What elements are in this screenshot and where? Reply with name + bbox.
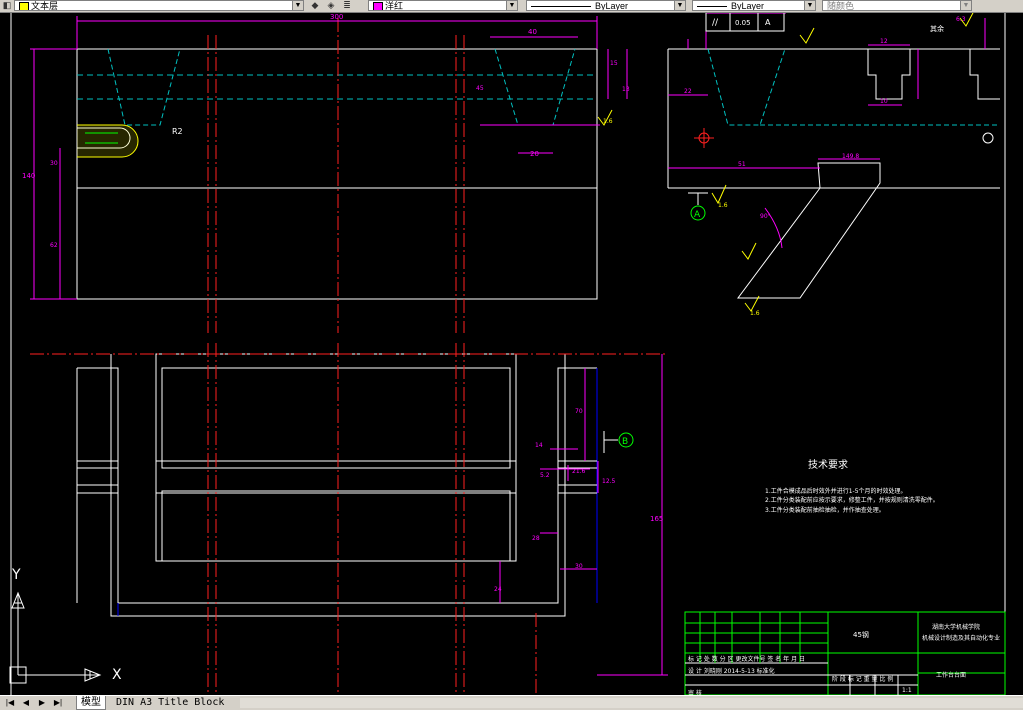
dim-20: 20 — [530, 150, 539, 158]
dim-24: 24 — [494, 586, 502, 593]
lineweight-preview-icon — [697, 6, 727, 8]
properties-toolbar: ◧ 文本层 ▼ ◆ ◈ ≣ 洋红 ▼ ByLayer ▼ ByLayer ▼ 随… — [0, 0, 1023, 13]
dim-10: 10 — [880, 98, 888, 105]
dim-140: 140 — [22, 172, 35, 180]
roughness-mark-side: 1.6 1.6 — [711, 10, 975, 317]
dim-r2: R2 — [172, 127, 183, 136]
tab-model[interactable]: 模型 — [76, 696, 106, 710]
chevron-down-icon[interactable]: ▼ — [804, 1, 815, 10]
dim-149: 149.8 — [842, 153, 859, 160]
titleblock-row-design: 设 计 刘晓刚 2014-5-13 标准化 — [688, 667, 775, 675]
chevron-down-icon[interactable]: ▼ — [674, 1, 685, 10]
dim-14: 14 — [535, 442, 543, 449]
titleblock-school: 湖南大学机械学院 — [932, 623, 980, 631]
datum-a-symbol: A — [688, 192, 708, 221]
titleblock-course: 机械设计制造及其自动化专业 — [922, 634, 1000, 642]
dim-125: 12.5 — [602, 478, 616, 485]
top-view — [76, 353, 598, 617]
dim-angle: 90° — [760, 213, 771, 220]
lineweight-combo[interactable]: ByLayer ▼ — [692, 0, 816, 11]
fcf-parallel-icon: // — [712, 18, 719, 28]
chevron-down-icon[interactable]: ▼ — [292, 1, 303, 10]
layer-stack-icon[interactable]: ≣ — [343, 0, 351, 10]
dim-16b: 1.6 — [718, 202, 728, 209]
fcf-tolerance: 0.05 — [735, 19, 751, 27]
dim-52: 5.2 — [540, 472, 550, 479]
first-tab-icon[interactable]: |◀ — [5, 698, 15, 707]
notes-line-3: 3.工件分类装配前抽检抽检，并作抽查处理。 — [765, 506, 885, 514]
layer-state-icon — [19, 2, 29, 10]
titleblock-part-name: 工作台台面 — [936, 671, 966, 679]
datum-a-label: A — [694, 210, 701, 220]
dim-total-width: 300 — [330, 13, 343, 21]
color-combo[interactable]: 洋红 ▼ — [368, 0, 518, 11]
color-swatch-icon — [373, 2, 383, 10]
top-view-dimensions — [499, 354, 668, 676]
dim-12-top: 12 — [880, 38, 888, 45]
dim-62: 62 — [50, 242, 58, 249]
dim-16c: 1.6 — [750, 310, 760, 317]
titleblock-row-stage: 阶 段 标 记 重 量 比 例 — [832, 675, 893, 683]
drawing-canvas[interactable]: 300 40 15 13 45 20 140 30 62 R2 1.6 — [0, 10, 1023, 697]
side-view — [667, 48, 1000, 299]
layer-combo[interactable]: 文本层 ▼ — [14, 0, 304, 11]
horizontal-scrollbar[interactable] — [240, 698, 1023, 708]
dim-51: 51 — [738, 161, 746, 168]
dim-22: 22 — [684, 88, 692, 95]
dim-165: 165 — [650, 515, 663, 523]
dim-28: 28 — [532, 535, 540, 542]
tab-layout[interactable]: DIN A3 Title Block — [116, 697, 225, 708]
layer-previous-icon[interactable]: ◈ — [327, 0, 335, 10]
notes-title: 技术要求 — [808, 458, 848, 471]
layer-manager-icon[interactable]: ◧ — [2, 0, 12, 10]
next-tab-icon[interactable]: ▶ — [38, 698, 46, 707]
ucs-y-label: Y — [11, 567, 21, 583]
titleblock-scale: 1:1 — [902, 687, 912, 694]
notes-line-2: 2.工件分类装配前应按示要求，修整工件，并按规则清洗零配件。 — [765, 496, 939, 504]
chevron-down-icon[interactable]: ▼ — [960, 1, 971, 10]
feature-control-frame: // 0.05 A — [705, 10, 785, 32]
last-tab-icon[interactable]: ▶| — [53, 698, 63, 707]
dim-70: 70 — [575, 408, 583, 415]
dim-top-slot: 40 — [528, 28, 537, 36]
ucs-x-label: X — [112, 667, 122, 683]
ucs-icon — [9, 591, 102, 684]
roughness-mark-front: 1.6 — [597, 109, 613, 126]
front-view-dimensions — [30, 16, 628, 300]
titleblock-material: 45钢 — [853, 630, 869, 639]
prev-tab-icon[interactable]: ◀ — [22, 698, 30, 707]
side-view-dimensions — [668, 12, 986, 249]
dim-16a: 1.6 — [603, 118, 613, 125]
titleblock-row-review: 审 核 — [688, 689, 702, 695]
datum-b-symbol: B — [603, 431, 634, 453]
dim-15: 15 — [610, 60, 618, 67]
datum-b-label: B — [622, 437, 628, 447]
dim-214: 21.6 — [572, 468, 586, 475]
notes-line-1: 1.工件合模成品后时效外并进行1-5个月的时效处理。 — [765, 487, 907, 495]
cad-drawing: 300 40 15 13 45 20 140 30 62 R2 1.6 — [9, 10, 1006, 697]
fcf-datum: A — [765, 18, 771, 27]
front-view — [76, 18, 598, 333]
rest-roughness-label: 其余 — [930, 24, 944, 33]
make-current-layer-icon[interactable]: ◆ — [311, 0, 319, 10]
plotstyle-combo[interactable]: 随颜色 ▼ — [822, 0, 972, 11]
linetype-combo[interactable]: ByLayer ▼ — [526, 0, 686, 11]
dim-30b: 30 — [575, 563, 583, 570]
titleblock-row-revision: 标 记 处 数 分 区 更改文件号 签 名 年 月 日 — [688, 655, 805, 663]
title-block — [684, 611, 1006, 696]
technical-notes: 技术要求 1.工件合模成品后时效外并进行1-5个月的时效处理。 2.工件分类装配… — [765, 458, 939, 514]
linetype-preview-icon — [531, 6, 591, 8]
chevron-down-icon[interactable]: ▼ — [506, 1, 517, 10]
dim-45: 45 — [476, 85, 484, 92]
dim-30: 30 — [50, 160, 58, 167]
layout-tab-bar: |◀ ◀ ▶ ▶| 模型 DIN A3 Title Block — [0, 695, 1023, 710]
dim-13: 13 — [622, 86, 630, 93]
